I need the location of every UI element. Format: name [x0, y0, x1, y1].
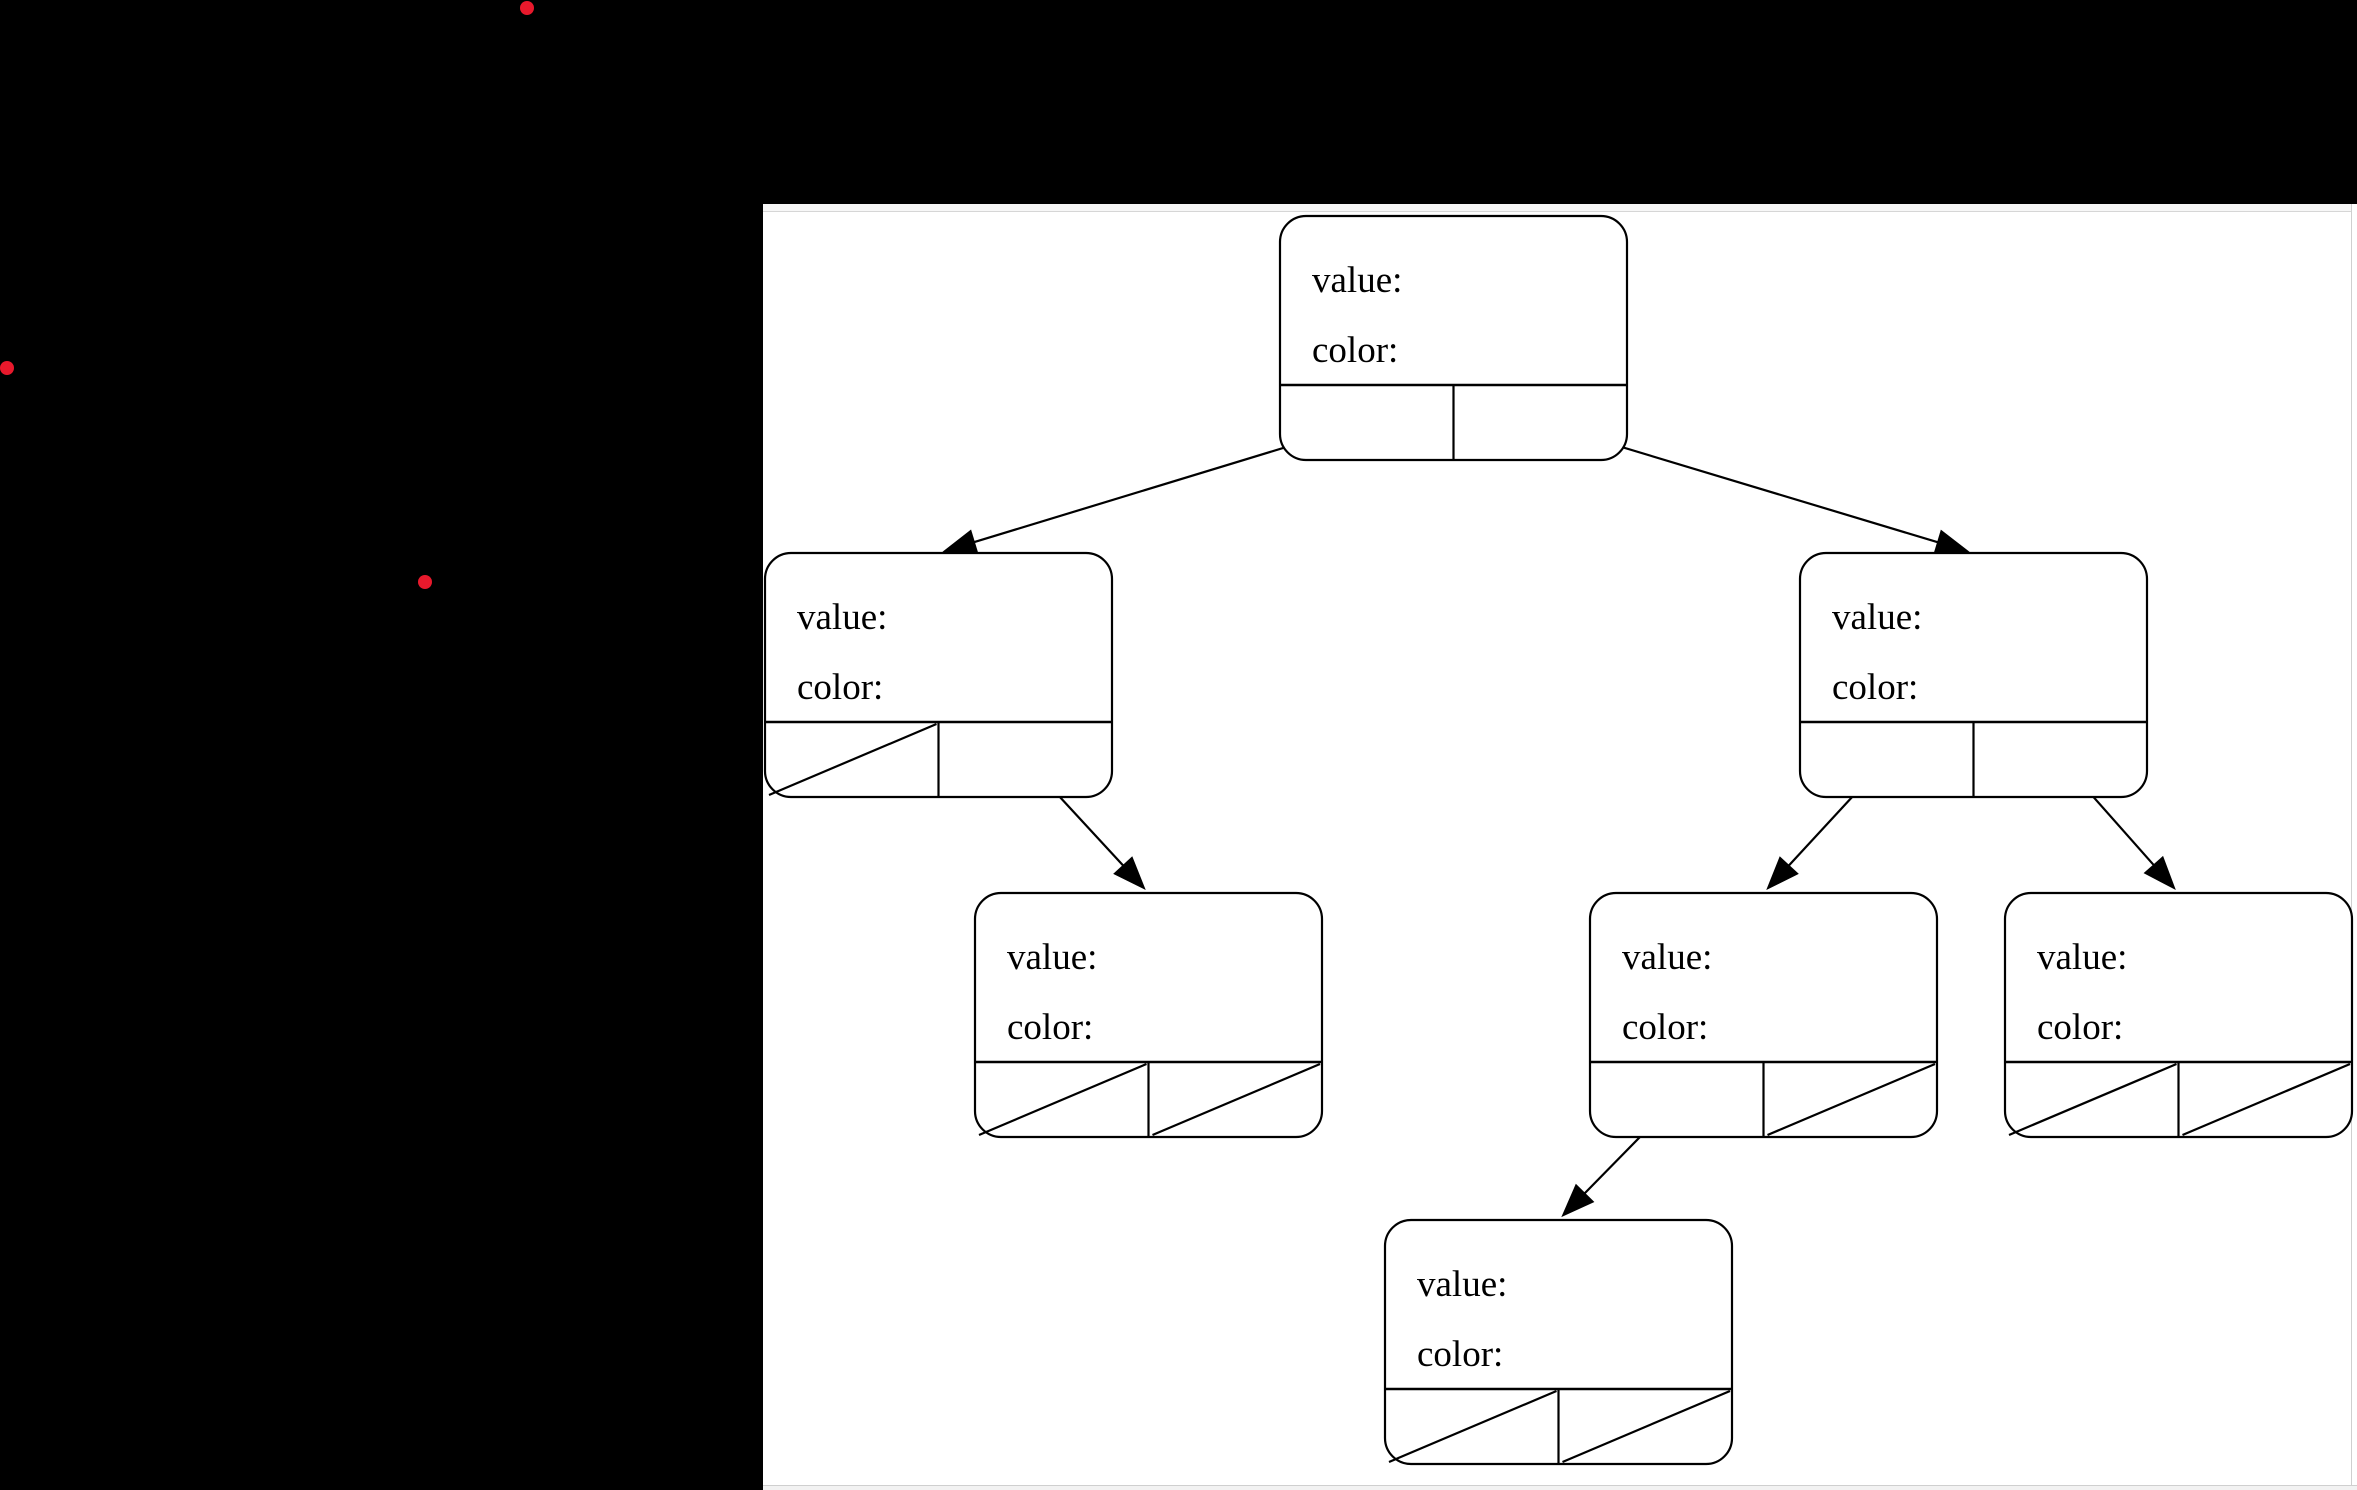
edge-left-child-to-a-arrowhead: [1113, 856, 1146, 891]
tree-node-leaf-c-left-nil-slash: [2008, 1062, 2177, 1137]
edge-root-to-right-child-arrowhead: [1933, 529, 1970, 555]
tree-node-leaf-c-color-label: color:: [2037, 1007, 2123, 1048]
tree-node-leaf-d-color-label: color:: [1417, 1334, 1503, 1375]
tree-node-inner-b-color-label: color:: [1622, 1007, 1708, 1048]
tree-node-leaf-a-right-nil-slash: [1152, 1062, 1321, 1137]
tree-node-leaf-a-left-nil-slash: [978, 1062, 1147, 1137]
tree-node-inner-b-value-label: value:: [1622, 937, 1712, 978]
vertical-scrollbar[interactable]: [2351, 204, 2357, 1490]
edge-root-to-left-child-arrowhead: [942, 529, 979, 555]
tree-node-inner-b-right-nil-slash: [1767, 1062, 1936, 1137]
tree-node-leaf-c[interactable]: value: color:: [2003, 891, 2354, 1139]
tree-node-leaf-c-value-label: value:: [2037, 937, 2127, 978]
edge-b-to-d-arrowhead: [1561, 1183, 1595, 1218]
tree-node-leaf-d-right-nil-slash: [1562, 1389, 1731, 1464]
marker-dot-left: [0, 361, 14, 375]
tree-node-inner-b[interactable]: value: color:: [1588, 891, 1939, 1139]
marker-dot-top: [520, 1, 534, 15]
tree-diagram-svg: value:color:value:color:value:color:valu…: [763, 214, 2354, 1466]
document-top-band: [763, 204, 2357, 212]
tree-node-right-child-color-label: color:: [1832, 667, 1918, 708]
tree-node-leaf-a-value-label: value:: [1007, 937, 1097, 978]
tree-node-leaf-c-right-nil-slash: [2182, 1062, 2351, 1137]
tree-node-leaf-a-color-label: color:: [1007, 1007, 1093, 1048]
tree-node-right-child-value-label: value:: [1832, 597, 1922, 638]
tree-node-leaf-d-value-label: value:: [1417, 1264, 1507, 1305]
tree-node-leaf-d-left-nil-slash: [1388, 1389, 1557, 1464]
edge-right-child-to-b-arrowhead: [1766, 856, 1799, 891]
tree-node-leaf-d[interactable]: value: color:: [1383, 1218, 1734, 1466]
tree-node-left-child-color-label: color:: [797, 667, 883, 708]
horizontal-scrollbar[interactable]: [763, 1485, 2357, 1490]
marker-dot-middle: [418, 575, 432, 589]
edge-right-child-to-c-arrowhead: [2143, 855, 2176, 891]
tree-node-left-child-left-nil-slash: [768, 722, 937, 797]
diagram-document[interactable]: value:color:value:color:value:color:valu…: [763, 204, 2357, 1490]
tree-node-root-value-label: value:: [1312, 260, 1402, 301]
tree-node-right-child[interactable]: value: color:: [1798, 551, 2149, 799]
tree-node-left-child[interactable]: value: color:: [763, 551, 1114, 799]
tree-node-root[interactable]: value: color:: [1278, 214, 1629, 462]
tree-node-leaf-a[interactable]: value: color:: [973, 891, 1324, 1139]
tree-node-left-child-value-label: value:: [797, 597, 887, 638]
tree-node-root-color-label: color:: [1312, 330, 1398, 371]
